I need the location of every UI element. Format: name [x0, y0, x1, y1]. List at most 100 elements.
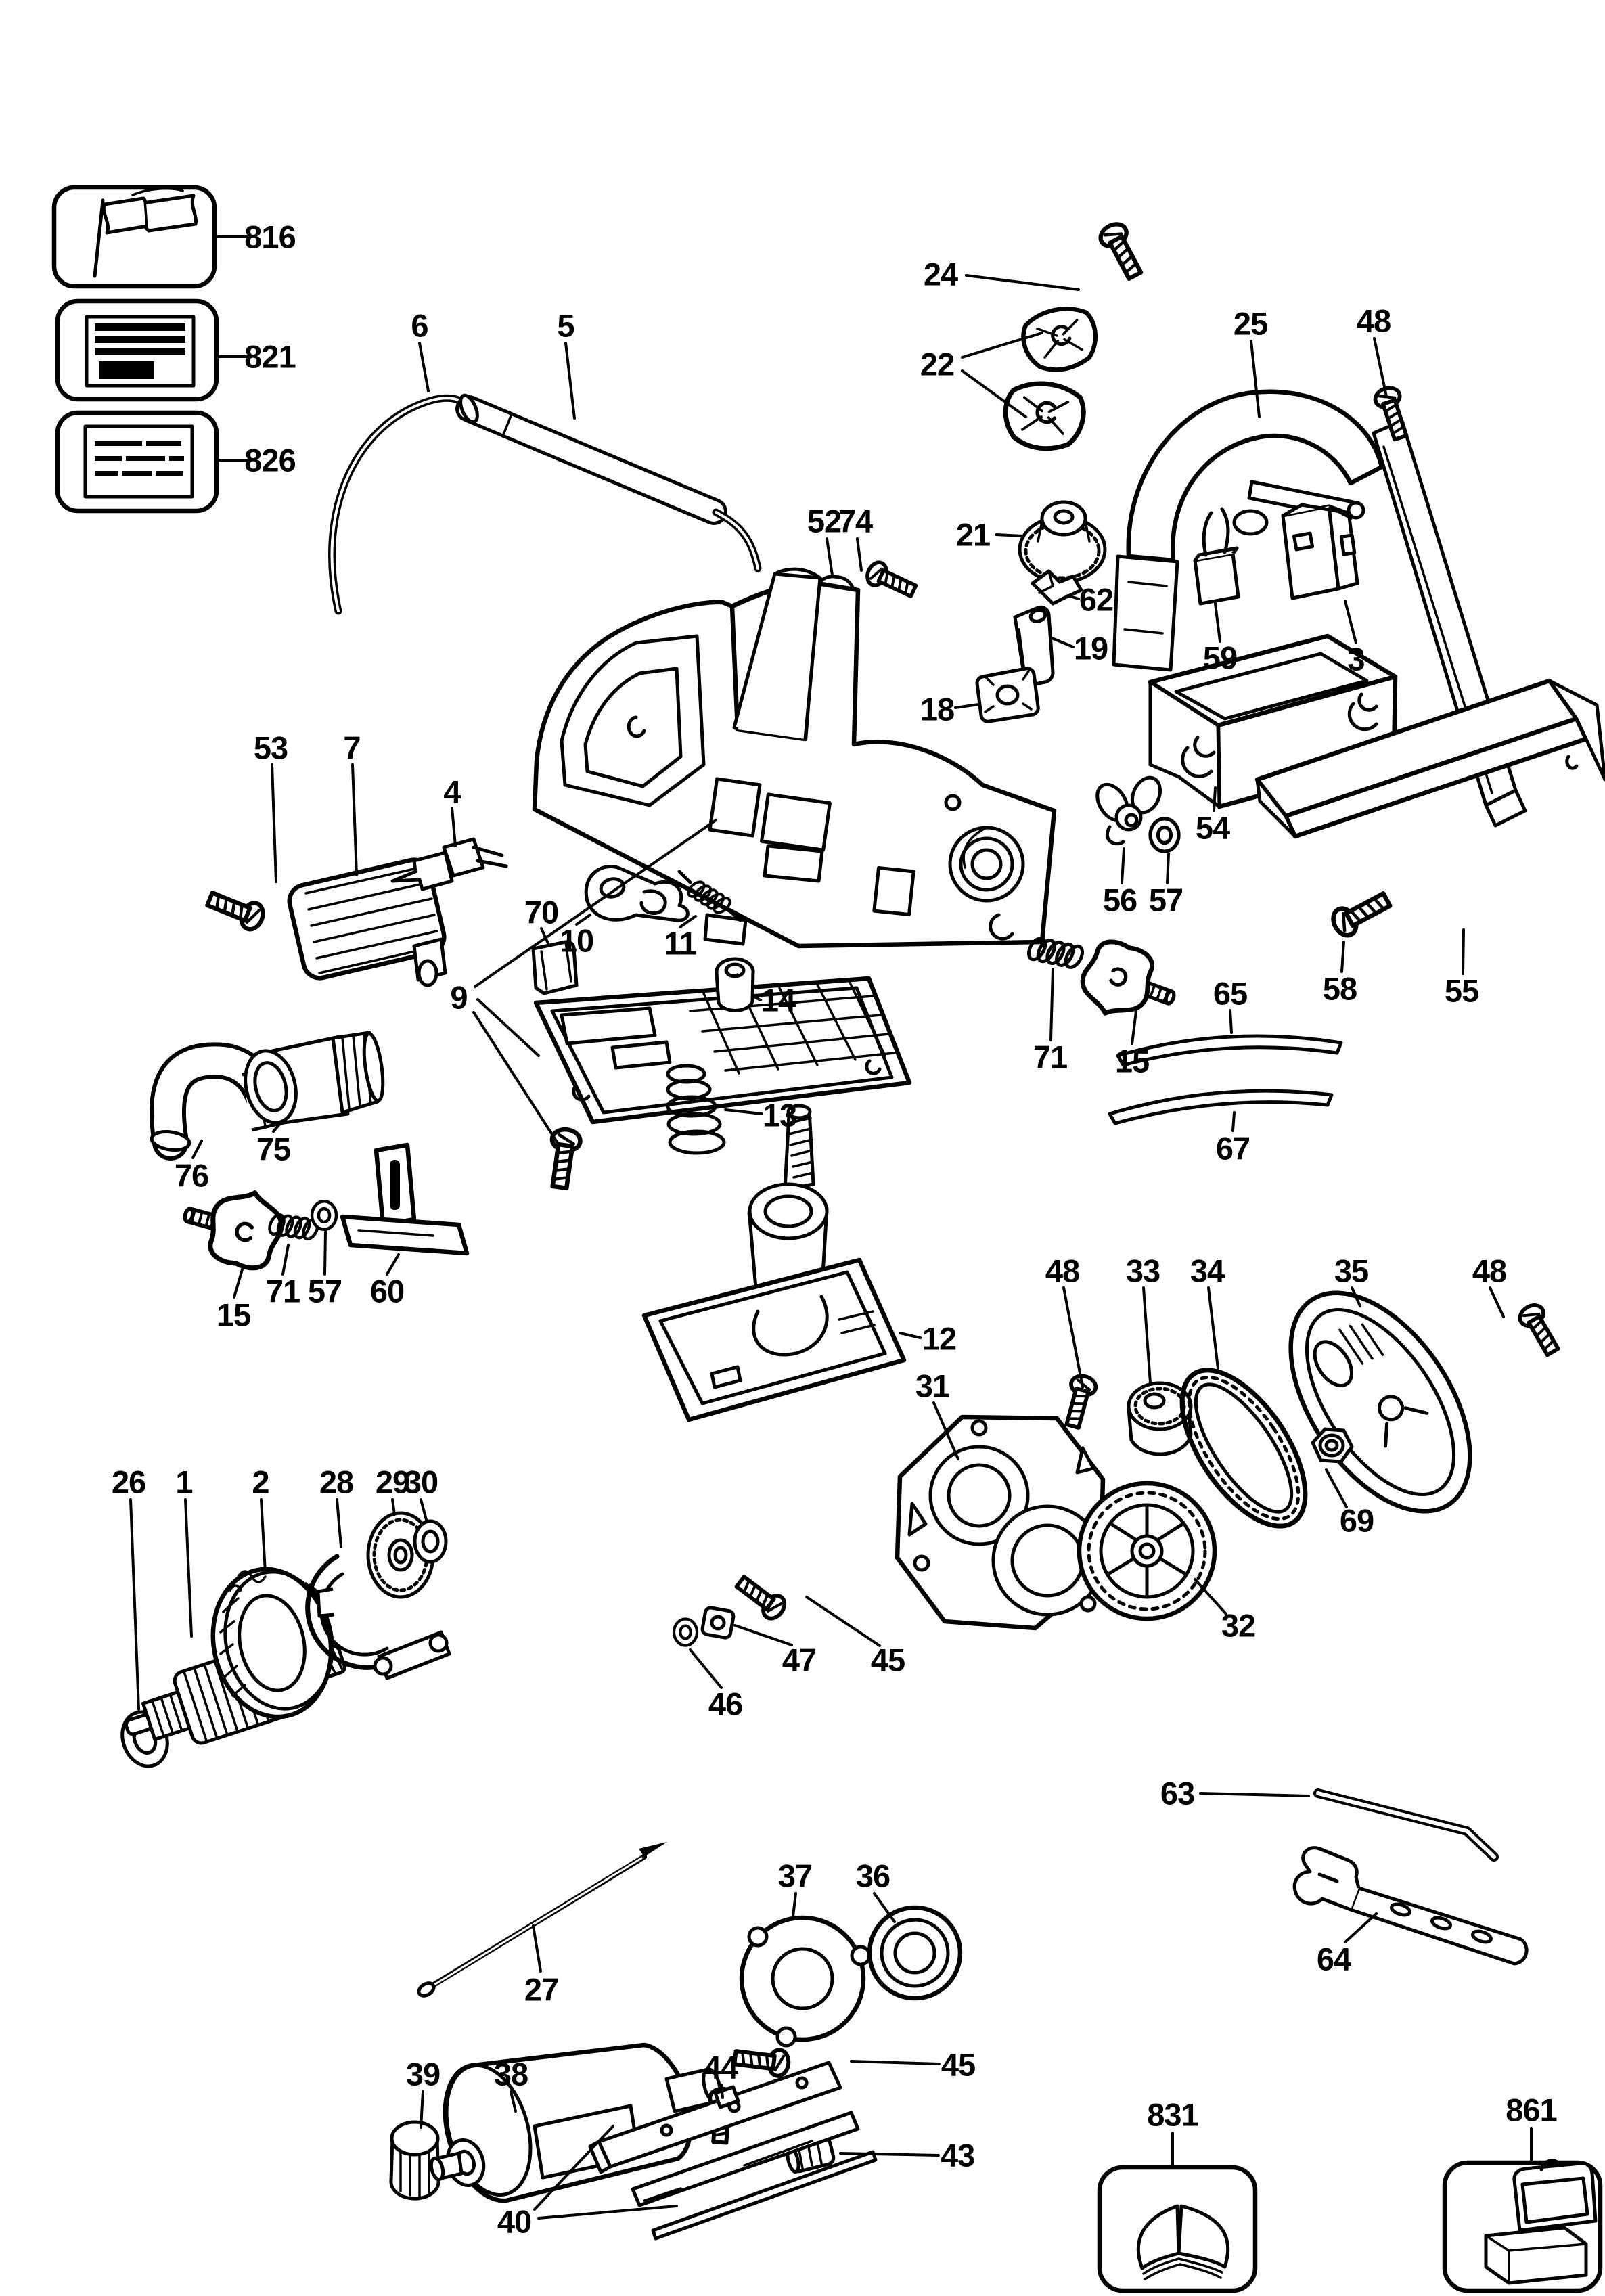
belt-34: [1179, 1368, 1308, 1529]
leader-line-27: [532, 1924, 542, 1973]
leader-line-39: [420, 2090, 424, 2129]
leader-line-12: [899, 1332, 922, 1339]
leader-line-22: [961, 332, 1043, 359]
part-label-53: 53: [253, 729, 288, 766]
screw-74: [864, 560, 919, 602]
part-label-48a: 48: [1356, 302, 1391, 339]
part-label-59: 59: [1202, 639, 1238, 676]
part-label-2: 2: [252, 1464, 269, 1500]
leader-line-36: [873, 1892, 896, 1923]
part-label-48b: 48: [1045, 1253, 1080, 1289]
part-label-64: 64: [1316, 1941, 1351, 1977]
leader-line-18: [954, 703, 980, 709]
leader-line-44: [720, 2084, 724, 2099]
part-label-76: 76: [174, 1157, 209, 1194]
leader-line-21: [995, 533, 1024, 537]
leader-line-54: [1213, 786, 1217, 812]
screw-24: [1097, 220, 1147, 282]
leader-line-33: [1142, 1286, 1152, 1385]
washer-46: [674, 1619, 697, 1645]
leader-line-57a: [1166, 853, 1170, 884]
part-label-54: 54: [1195, 809, 1230, 846]
leader-line-9: [472, 1011, 560, 1146]
screw-53: [205, 886, 267, 932]
leader-line-3: [1344, 600, 1357, 644]
adapter-75: [244, 1031, 385, 1125]
leader-line-40: [533, 2125, 614, 2211]
leader-line-35: [1351, 1286, 1361, 1307]
brush-plate-28: [305, 1554, 451, 1680]
leader-line-28: [336, 1498, 342, 1548]
leader-line-29: [391, 1498, 396, 1516]
blade-67: [1108, 1089, 1334, 1125]
plug-4: [390, 837, 508, 891]
part-label-48c: 48: [1472, 1253, 1507, 1289]
block-70: [531, 940, 579, 995]
part-label-826: 826: [244, 442, 296, 478]
part-label-52: 52: [807, 503, 842, 539]
screw-48-belt-right: [1516, 1301, 1564, 1358]
part-label-34: 34: [1190, 1253, 1225, 1289]
rating-label-icon: [85, 315, 196, 388]
washer-57-right: [1150, 819, 1179, 851]
leader-line-47: [733, 1624, 793, 1646]
chip-deflector-54: [1148, 633, 1398, 809]
part-label-831: 831: [1147, 2096, 1198, 2133]
part-label-22: 22: [920, 346, 955, 382]
part-label-28: 28: [319, 1464, 354, 1500]
box-861: [1442, 2159, 1603, 2293]
part-label-44: 44: [703, 2049, 738, 2086]
leader-line-48a: [1373, 337, 1388, 398]
leader-line-9: [476, 998, 540, 1057]
part-label-25: 25: [1233, 305, 1268, 342]
part-label-47: 47: [782, 1642, 817, 1678]
leader-line-67: [1231, 1111, 1236, 1132]
box-816: [51, 185, 217, 289]
blade-65: [1116, 1034, 1343, 1067]
bearing-36: [867, 1905, 963, 2001]
rod-27: [417, 1842, 667, 1998]
pulley-32: [1077, 1481, 1217, 1621]
bearing-30: [413, 1519, 448, 1564]
box-821: [55, 298, 219, 402]
part-label-75: 75: [256, 1131, 291, 1167]
instruction-sheet-icon: [83, 424, 194, 499]
leader-line-37: [792, 1892, 797, 1918]
part-label-816: 816: [244, 219, 296, 255]
part-label-71a: 71: [1033, 1039, 1068, 1075]
star-knob-15-right: [1074, 935, 1185, 1033]
leader-line-76: [191, 1140, 203, 1159]
knob-cap-22-lower: [1002, 380, 1086, 453]
leader-line-11: [679, 915, 697, 928]
leader-line-4: [451, 807, 457, 847]
leader-line-64: [1344, 1912, 1378, 1943]
flag-icon: [93, 187, 198, 278]
part-label-67: 67: [1215, 1130, 1250, 1167]
leader-line-10: [575, 914, 591, 926]
screw-45-lower: [733, 2045, 790, 2077]
screw-58: [1329, 887, 1393, 939]
part-label-33: 33: [1125, 1253, 1160, 1289]
leader-line-9: [474, 819, 717, 988]
wing-nut-56: [1095, 775, 1162, 846]
pulley-33: [1127, 1381, 1193, 1456]
leader-line-60: [386, 1253, 400, 1276]
leader-line-59: [1214, 602, 1221, 643]
part-label-11: 11: [664, 925, 697, 962]
knob-39: [389, 2120, 440, 2201]
part-label-57a: 57: [1148, 882, 1183, 918]
leader-line-52: [826, 537, 834, 577]
power-cord: [328, 394, 464, 615]
part-label-821: 821: [244, 338, 296, 375]
part-label-45b: 45: [941, 2046, 976, 2083]
part-label-15a: 15: [1114, 1043, 1150, 1079]
part-label-55: 55: [1444, 972, 1479, 1009]
part-label-74a: 74: [838, 503, 873, 539]
knob-cap-22-upper: [1018, 302, 1101, 376]
part-label-70: 70: [524, 894, 559, 930]
front-shoe-12: [641, 1104, 907, 1422]
washer-57-left: [312, 1201, 336, 1229]
leader-line-43: [839, 2152, 940, 2157]
base-plate-9: [533, 976, 912, 1189]
part-label-24: 24: [923, 256, 958, 292]
